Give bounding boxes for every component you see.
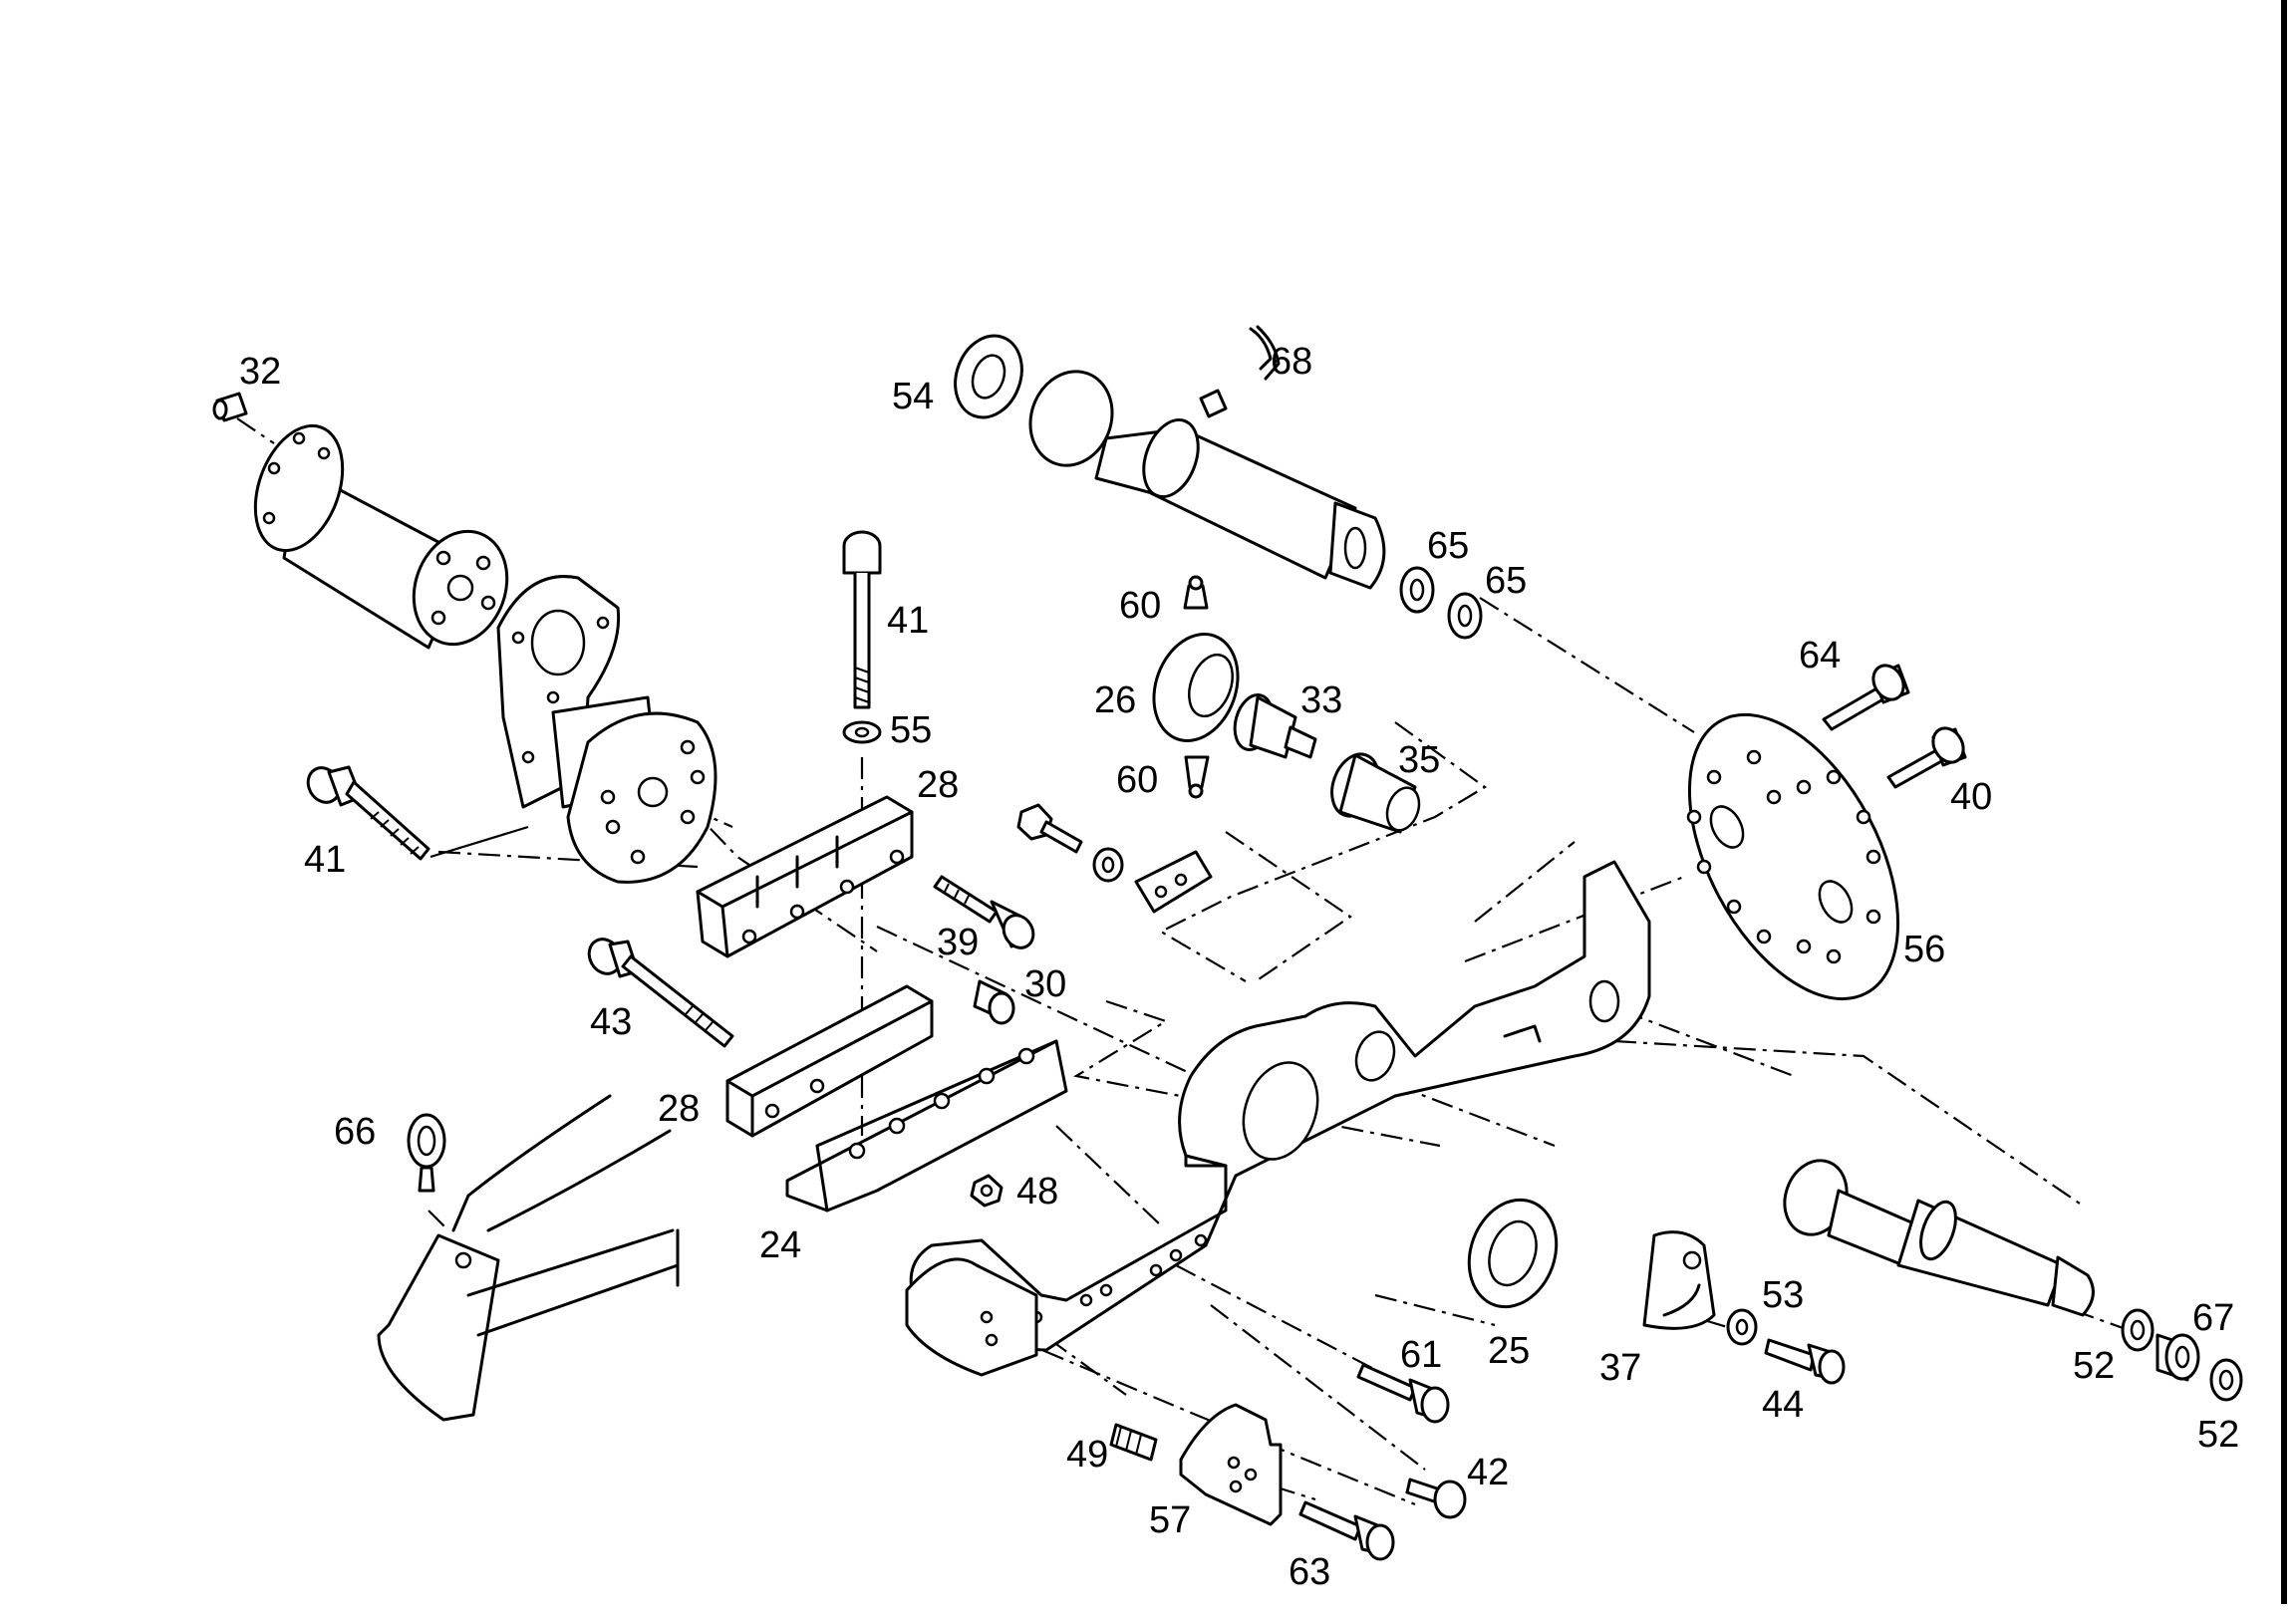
label-32: 32	[239, 351, 281, 393]
label-52-right: 52	[2197, 1414, 2239, 1456]
lower-arm-foot	[905, 1257, 1038, 1377]
callout-labels: 24 25 26 28 28 30 32 33 35 37 39 40 41 4…	[239, 341, 2239, 1593]
label-63: 63	[1289, 1551, 1330, 1593]
part-52-washer-a	[2121, 1308, 2154, 1352]
main-swing-arm	[909, 860, 1651, 1352]
part-28-block-upper	[696, 795, 914, 958]
part-65-ring-2	[1447, 592, 1483, 640]
part-60-grease-nipple-lower	[1184, 755, 1210, 799]
part-65-ring-1	[1399, 566, 1435, 614]
part-32-pin	[212, 392, 248, 422]
part-49-pin	[1109, 1423, 1158, 1462]
part-66-eye-bolt	[407, 1113, 446, 1193]
part-64-screw	[1822, 664, 1910, 731]
part-28-block-lower	[725, 984, 934, 1138]
label-67: 67	[2192, 1297, 2234, 1339]
part-39-screw	[933, 875, 1035, 949]
label-42: 42	[1467, 1452, 1509, 1493]
label-41-left: 41	[304, 839, 346, 881]
part-56-perforated-disc	[1686, 712, 1900, 1001]
label-25: 25	[1488, 1330, 1530, 1372]
part-40-screw	[1886, 726, 1967, 789]
label-68: 68	[1271, 341, 1312, 383]
part-67-bushing	[2155, 1333, 2200, 1382]
label-57: 57	[1149, 1499, 1191, 1541]
part-55-washer	[842, 720, 882, 744]
label-55: 55	[890, 709, 932, 751]
label-28-upper: 28	[917, 764, 959, 806]
part-35-bushing	[1330, 752, 1421, 834]
label-52-left: 52	[2073, 1345, 2115, 1387]
part-42-screw	[1405, 1478, 1467, 1519]
part-44-bolt	[1764, 1338, 1846, 1385]
label-35: 35	[1398, 739, 1440, 781]
part-48-nut	[970, 1174, 1004, 1208]
part-41-cap-screw-left	[306, 765, 430, 861]
part-25-seal	[1467, 1198, 1559, 1309]
label-41-upper: 41	[887, 600, 929, 642]
part-60-grease-nipple-upper	[1183, 575, 1209, 610]
label-37: 37	[1599, 1347, 1641, 1389]
label-40: 40	[1950, 776, 1992, 818]
part-41-long-bolt	[842, 530, 882, 709]
part-57-plate	[1179, 1403, 1283, 1526]
label-49: 49	[1066, 1434, 1108, 1476]
part-61-screw	[1356, 1363, 1450, 1424]
label-43: 43	[590, 1001, 632, 1043]
label-33: 33	[1300, 679, 1342, 721]
label-48: 48	[1016, 1171, 1058, 1213]
label-39: 39	[937, 922, 979, 963]
label-56: 56	[1903, 929, 1945, 970]
part-26-bearing	[1152, 633, 1240, 742]
lower-left-frame	[377, 1094, 680, 1422]
part-63-screw	[1298, 1500, 1395, 1561]
label-53: 53	[1762, 1274, 1804, 1316]
part-54-seal	[954, 334, 1023, 419]
part-33-threaded-pin	[1233, 693, 1317, 759]
part-24-channel-bracket	[785, 1039, 1068, 1213]
label-30: 30	[1024, 963, 1066, 1005]
part-52-washer-b	[2209, 1358, 2243, 1402]
bracket-flange-assembly	[496, 575, 718, 884]
part-68-hose-fitting	[1199, 325, 1281, 418]
spool-tube	[253, 423, 509, 650]
label-61: 61	[1400, 1334, 1442, 1376]
label-66: 66	[334, 1111, 376, 1153]
label-28-lower: 28	[658, 1088, 700, 1130]
hydraulic-cylinder-lower	[1783, 1159, 2095, 1317]
part-30-spacer	[973, 979, 1015, 1025]
label-64: 64	[1799, 635, 1841, 676]
label-54: 54	[892, 376, 934, 417]
label-60-lower: 60	[1116, 759, 1158, 801]
part-53-washer	[1726, 1308, 1758, 1346]
label-44: 44	[1762, 1384, 1804, 1426]
label-65-right: 65	[1485, 560, 1527, 602]
hex-bolt-washer-plate	[1016, 803, 1213, 914]
label-65-left: 65	[1427, 525, 1469, 567]
label-24: 24	[759, 1224, 801, 1266]
label-60-upper: 60	[1119, 585, 1161, 627]
part-43-screw	[587, 938, 734, 1048]
part-37-plate	[1642, 1230, 1716, 1330]
label-26: 26	[1094, 679, 1136, 721]
hydraulic-cylinder-upper	[1028, 370, 1386, 590]
